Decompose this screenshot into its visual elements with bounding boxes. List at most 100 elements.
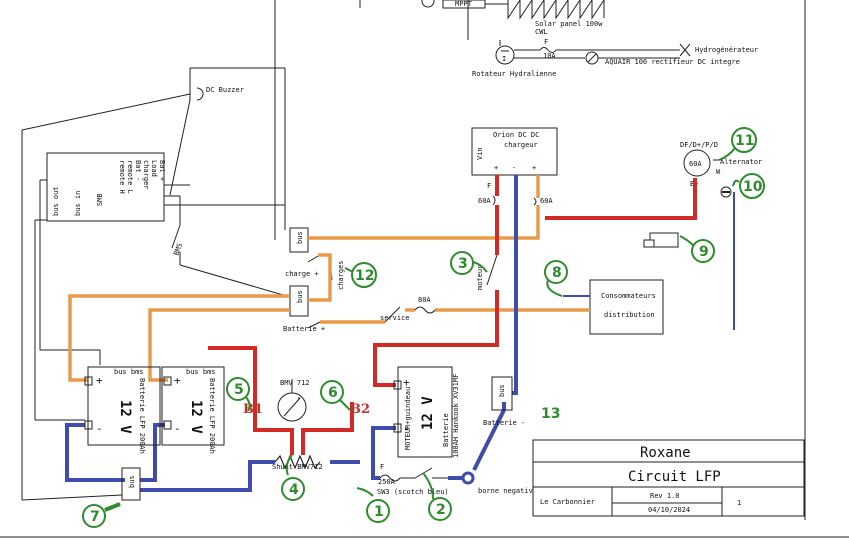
callout-3: 3	[458, 256, 468, 272]
title-rev: Rev 1.0	[650, 492, 680, 500]
solar-sub-label: CWL	[535, 28, 548, 36]
svg-text:Orion DC DC: Orion DC DC	[493, 131, 539, 139]
orange-wires	[68, 175, 590, 382]
dc-buzzer-label: DC Buzzer	[206, 86, 244, 94]
svg-text:Alternator: Alternator	[720, 158, 762, 166]
svg-text:moteur: moteur	[476, 265, 484, 290]
battery-moteur: + - MOTEUR+guindeau 12 V Batterie 100AH …	[393, 366, 460, 458]
shunt: Shunt BMV712	[272, 454, 323, 471]
bus-bottom: bus	[21, 467, 141, 501]
svg-text:60A: 60A	[478, 197, 491, 205]
svg-text:12 V: 12 V	[188, 400, 204, 434]
bms-box: bus out bus in SMB Bat + Load charger Ba…	[34, 152, 285, 421]
svg-text:12 V: 12 V	[420, 396, 436, 430]
svg-text:+: +	[532, 164, 536, 172]
svg-text:chargeur: chargeur	[504, 141, 538, 149]
callout-4: 4	[289, 482, 299, 498]
svg-text:BMV 712: BMV 712	[280, 379, 310, 387]
mppt-label: MPPT	[455, 0, 473, 8]
svg-text:Bat -: Bat -	[134, 160, 142, 181]
svg-text:remote H: remote H	[118, 160, 126, 194]
svg-text:+: +	[403, 376, 410, 389]
svg-text:60A: 60A	[540, 197, 553, 205]
title-sheet: 1	[737, 499, 741, 507]
callouts: 1 2 3 4 5 6 7 8 9 10	[82, 127, 765, 528]
label-b1: B1	[243, 402, 263, 417]
moteur-switch: F 60A 60A moteur	[476, 182, 553, 290]
fuse-10-f: F	[544, 38, 548, 46]
svg-text:12 V: 12 V	[117, 400, 133, 434]
bmv-712-gauge: BMV 712	[277, 379, 310, 422]
svg-text:F: F	[380, 463, 384, 471]
svg-text:bus: bus	[296, 231, 304, 244]
callout-6: 6	[328, 385, 338, 401]
svg-text:+: +	[494, 164, 498, 172]
title-subtitle: Circuit LFP	[628, 469, 721, 485]
svg-text:MOTEUR+guindeau: MOTEUR+guindeau	[404, 387, 412, 450]
solar-panel-label: Solar panel 100w	[535, 20, 603, 28]
svg-text:-: -	[403, 422, 410, 435]
callout-13: 13	[541, 406, 560, 422]
title-name: Roxane	[640, 445, 691, 461]
callout-9: 9	[699, 244, 709, 260]
callout-10: 10	[743, 179, 763, 195]
svg-text:borne negative: borne negative	[478, 487, 537, 495]
svg-text:bus out: bus out	[52, 186, 60, 216]
svg-text:Batterie LFP 200Ah: Batterie LFP 200Ah	[208, 378, 216, 454]
svg-text:I: I	[502, 55, 506, 63]
svg-text:Load: Load	[150, 160, 158, 177]
svg-text:charges: charges	[337, 260, 345, 290]
bus-batterie-minus: bus Batterie -	[483, 376, 525, 427]
aquair-label: AQUAIR 100 rectifieur DC integre	[605, 58, 740, 66]
fuse-10-value: 10A	[543, 52, 556, 60]
rotateur-label: Rotateur Hydralienne	[472, 70, 556, 78]
callout-11: 11	[735, 133, 754, 149]
svg-text:charge +: charge +	[285, 270, 319, 278]
svg-text:-: -	[512, 164, 516, 172]
svg-text:DF/D+/P/D: DF/D+/P/D	[680, 141, 718, 149]
svg-text:charger: charger	[142, 160, 150, 190]
callout-1: 1	[374, 504, 384, 520]
svg-text:BMS: BMS	[172, 242, 184, 257]
svg-text:Batterie -: Batterie -	[483, 419, 525, 427]
svg-text:Batterie LFP 200Ah: Batterie LFP 200Ah	[138, 378, 146, 454]
callout-8: 8	[552, 265, 562, 281]
svg-text:F: F	[487, 182, 491, 190]
label-b2: B2	[350, 402, 370, 417]
hydro-section: I Rotateur Hydralienne F 10A AQUAIR 100 …	[472, 38, 758, 78]
svg-text:Batterie +: Batterie +	[283, 325, 325, 333]
svg-text:SW3 (scotch bleu): SW3 (scotch bleu)	[377, 488, 449, 496]
svg-text:60A: 60A	[689, 160, 702, 168]
title-block: Roxane Circuit LFP Le Carbonnier Rev 1.0…	[532, 439, 805, 517]
svg-text:remote L: remote L	[126, 160, 134, 194]
battery-lfp-2: bus bms + - 12 V Batterie LFP 200Ah	[161, 366, 225, 454]
service-switch: service 80A	[380, 296, 436, 323]
terminal-lug	[643, 232, 679, 248]
solar-section: MPPT Solar panel 100w CWL	[421, 0, 605, 36]
red-wires	[208, 175, 697, 455]
svg-text:250A: 250A	[378, 478, 396, 486]
callout-7: 7	[90, 509, 100, 525]
svg-text:bus bms: bus bms	[114, 368, 144, 376]
svg-text:bus bms: bus bms	[186, 368, 216, 376]
title-author: Le Carbonnier	[540, 498, 595, 506]
dc-buzzer: DC Buzzer	[21, 67, 286, 500]
svg-text:+: +	[96, 374, 103, 387]
svg-text:SMB: SMB	[96, 193, 104, 206]
blue-wires	[65, 175, 735, 492]
svg-text:distribution: distribution	[604, 311, 655, 319]
svg-text:bus: bus	[128, 475, 136, 488]
bus-charge-block	[289, 227, 309, 253]
svg-text:-: -	[96, 422, 103, 435]
callout-5: 5	[234, 382, 244, 398]
svg-text:100AH Hankook XV31MF: 100AH Hankook XV31MF	[452, 374, 460, 458]
consommateurs-box: Consommateurs distribution	[589, 279, 664, 335]
svg-text:service: service	[380, 314, 410, 322]
svg-text:bus in: bus in	[74, 191, 82, 216]
svg-text:-: -	[174, 422, 181, 435]
svg-text:Bat +: Bat +	[158, 160, 166, 181]
fuse-250-sw3: F 250A SW3 (scotch bleu) borne negative	[377, 463, 537, 496]
bus-section: BMS bus charge + bus Batterie + charges	[171, 224, 345, 333]
